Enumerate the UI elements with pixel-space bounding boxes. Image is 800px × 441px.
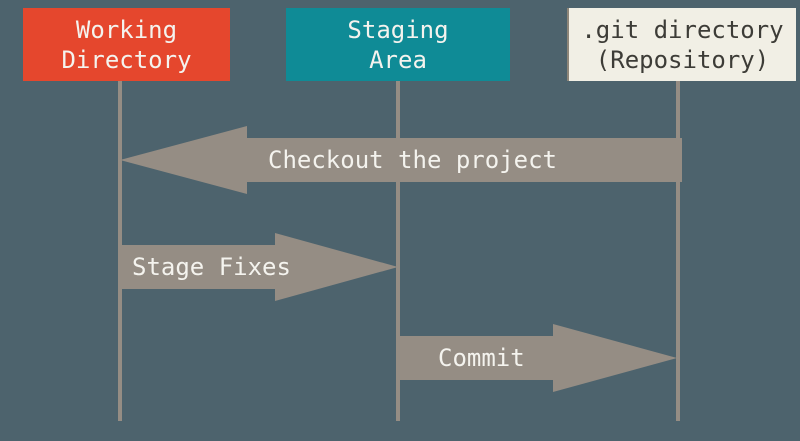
checkout-arrow-label: Checkout the project [268,146,557,174]
working-directory-label-line1: Working [75,15,178,44]
stage-fixes-arrow-body [118,245,275,289]
git-directory-box: .git directory (Repository) [567,8,796,81]
commit-arrow-body [399,336,553,380]
commit-arrow-label: Commit [438,344,525,372]
stage-fixes-arrow-label: Stage Fixes [132,253,291,281]
staging-area-lifeline [396,81,400,421]
staging-area-box: Staging Area [286,8,510,81]
checkout-arrow-body [247,138,682,182]
working-directory-box: Working Directory [23,8,230,81]
stage-fixes-arrow-head-right-icon [275,233,398,301]
staging-area-label-line2: Area [369,45,427,74]
git-directory-lifeline [676,81,680,421]
checkout-arrow-head-left-icon [120,126,247,194]
working-directory-label-line2: Directory [61,45,192,74]
git-directory-label-line2: (Repository) [595,45,770,74]
staging-area-label-line1: Staging [347,15,449,44]
commit-arrow-head-right-icon [553,324,677,392]
git-directory-label-line1: .git directory [581,15,784,44]
